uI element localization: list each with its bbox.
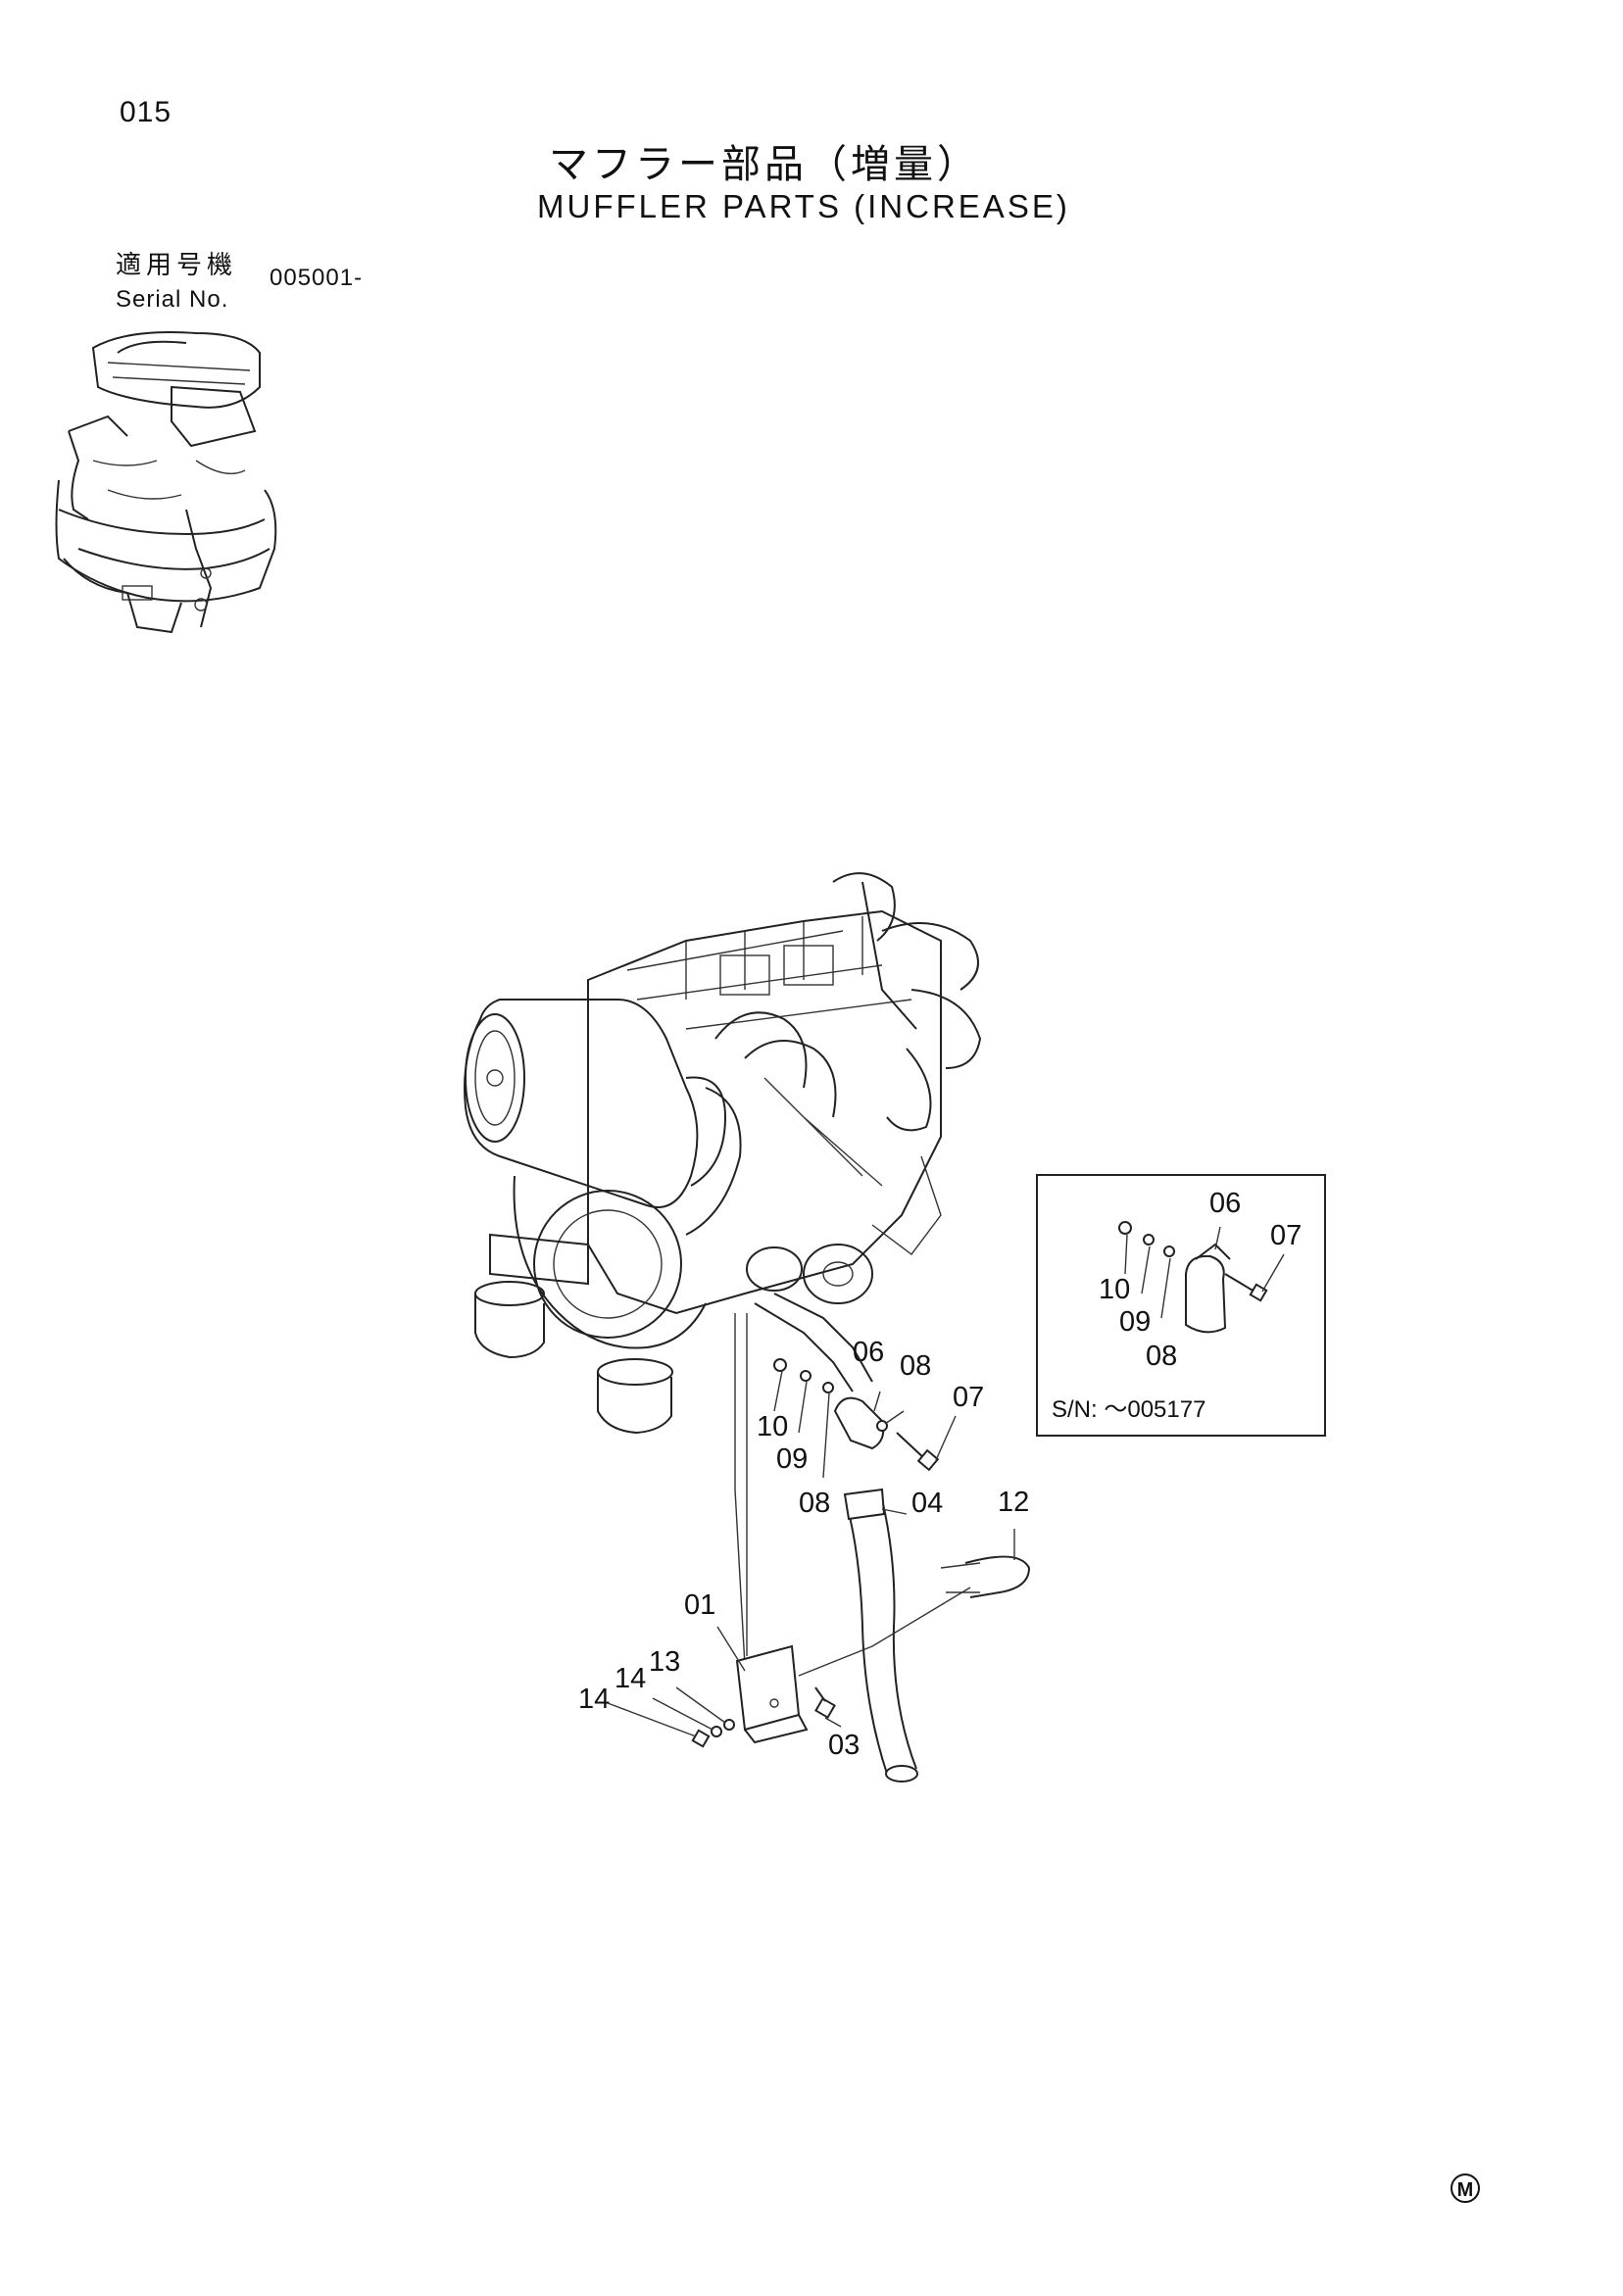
callout-06: 06	[853, 1337, 885, 1368]
inset-callout-06: 06	[1209, 1188, 1242, 1219]
machine-thumbnail-icon	[55, 331, 277, 634]
serial-label-en: Serial No.	[116, 286, 229, 313]
page-number: 015	[120, 96, 172, 128]
tail-pipe-icon	[843, 1488, 918, 1783]
callout-07: 07	[953, 1382, 985, 1413]
callout-13: 13	[649, 1646, 681, 1678]
clamp-hardware-icon	[773, 1358, 940, 1472]
serial-value: 005001-	[270, 265, 364, 291]
inset-detail-box: 06 07 10 09 08 S/N: ～005177	[1036, 1174, 1326, 1437]
inset-callout-09: 09	[1119, 1306, 1152, 1338]
callout-12: 12	[998, 1487, 1030, 1518]
callout-08-lower: 08	[799, 1488, 831, 1519]
inset-callout-08: 08	[1146, 1341, 1178, 1372]
inset-callout-07: 07	[1270, 1220, 1303, 1251]
inset-callout-10: 10	[1099, 1274, 1131, 1305]
leader-lines	[607, 1370, 1015, 1737]
callout-14: 14	[615, 1663, 647, 1694]
page-title-jp: マフラー部品（増量）	[549, 142, 980, 187]
callout-03: 03	[828, 1730, 861, 1761]
inset-clamp-icon	[1118, 1221, 1285, 1334]
inset-serial-note: S/N: ～005177	[1052, 1396, 1206, 1423]
page-title-en: MUFFLER PARTS (INCREASE)	[537, 188, 1070, 224]
engine-assembly-icon	[464, 872, 982, 1668]
callout-10: 10	[757, 1411, 789, 1442]
bolt-nut-washer-icon	[691, 1686, 836, 1748]
manufacturer-mark: M	[1451, 2174, 1480, 2203]
serial-label-jp: 適用号機	[116, 251, 238, 280]
u-bolt-icon	[940, 1555, 1031, 1598]
callout-08: 08	[900, 1350, 932, 1382]
bracket-icon	[735, 1587, 971, 1744]
callout-14-outer: 14	[578, 1684, 611, 1715]
callout-04: 04	[911, 1488, 944, 1519]
callout-01: 01	[684, 1589, 716, 1621]
callout-09: 09	[776, 1443, 809, 1475]
